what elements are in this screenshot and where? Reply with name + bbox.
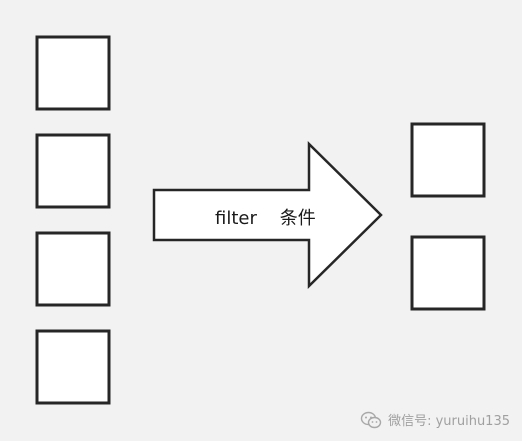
wechat-icon bbox=[360, 411, 382, 429]
filter-arrow: filter 条件 bbox=[152, 141, 383, 289]
arrow-shape bbox=[152, 141, 383, 289]
output-box-2 bbox=[410, 235, 486, 311]
input-box-4 bbox=[35, 329, 111, 405]
output-boxes bbox=[410, 122, 486, 311]
watermark-text: 微信号: yuruihu135 bbox=[388, 414, 510, 429]
input-box-2 bbox=[35, 133, 111, 209]
input-box-1 bbox=[35, 35, 111, 111]
watermark: 微信号: yuruihu135 bbox=[360, 410, 510, 429]
input-boxes bbox=[35, 35, 111, 405]
output-box-1 bbox=[410, 122, 486, 198]
arrow-label: filter 条件 bbox=[215, 208, 316, 229]
input-box-3 bbox=[35, 231, 111, 307]
